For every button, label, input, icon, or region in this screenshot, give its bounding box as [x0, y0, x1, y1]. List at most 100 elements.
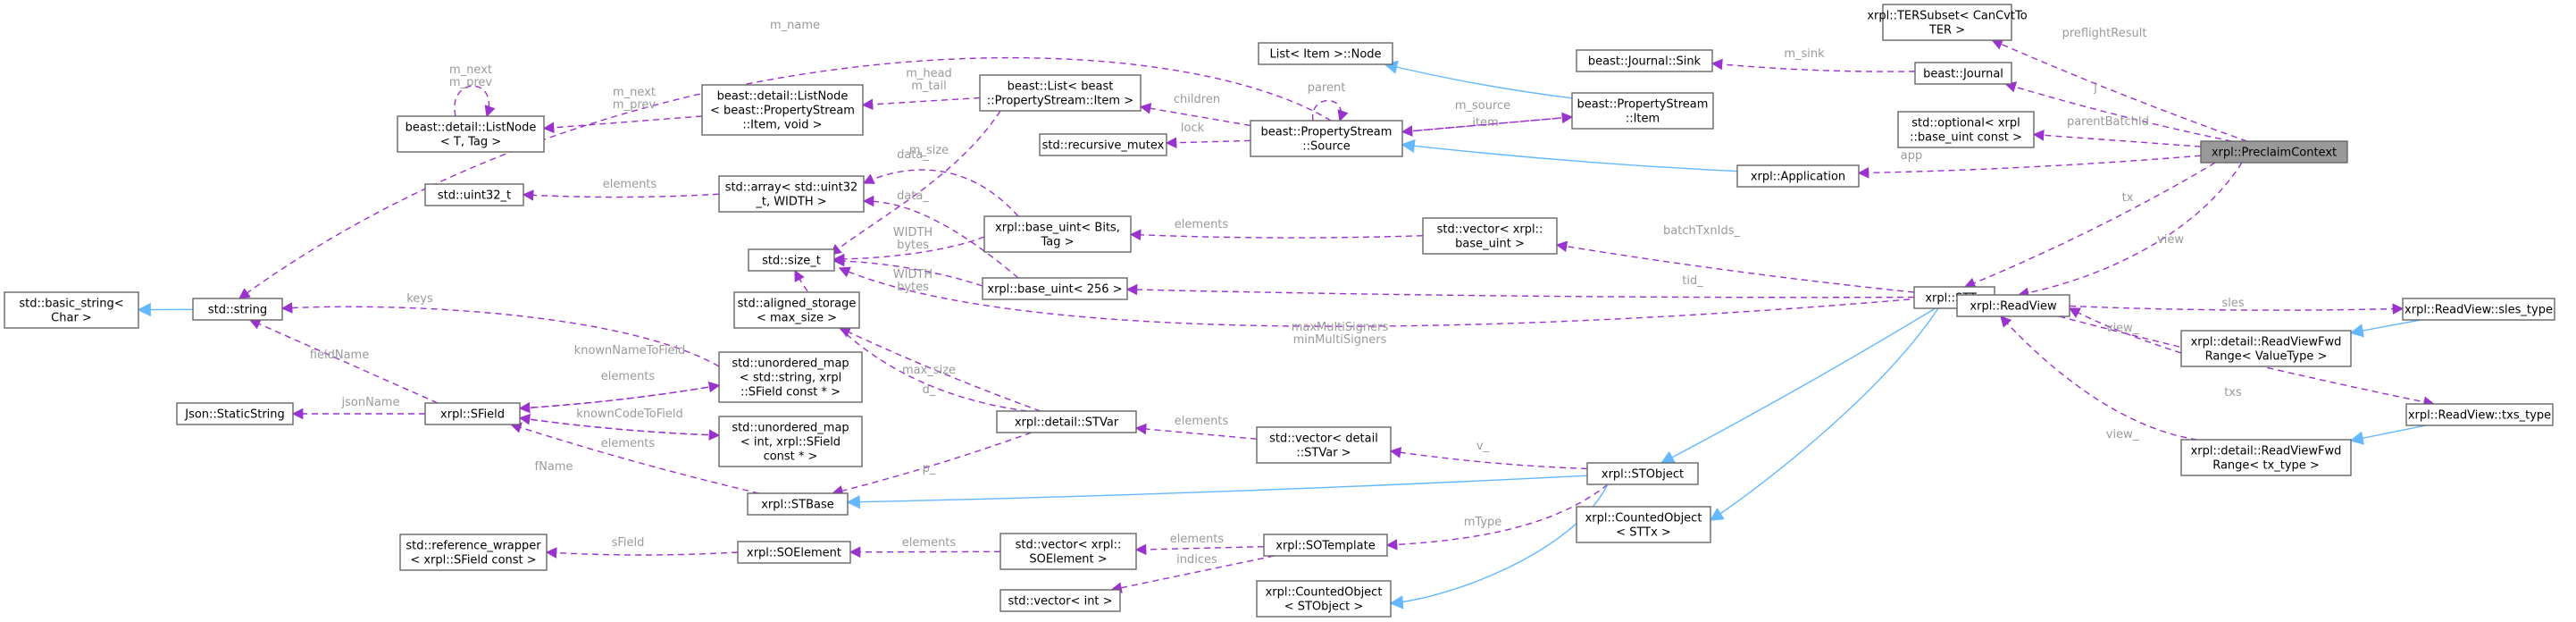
node-vecstvar[interactable]: std::vector< detail::STVar > — [1256, 426, 1392, 464]
node-box — [1956, 294, 2070, 317]
node-label: std::size_t — [762, 255, 821, 268]
usage-arrow — [1401, 112, 1574, 133]
node-vecbaseuint[interactable]: std::vector< xrpl::base_uint > — [1422, 217, 1558, 255]
edge-sfield-to-umap_str: knownNameToField — [519, 344, 721, 409]
node-psitem[interactable]: beast::PropertyStream::Item — [1571, 92, 1714, 130]
node-label: Tag > — [1040, 236, 1074, 249]
node-box — [397, 115, 545, 153]
node-txstype[interactable]: xrpl::ReadView::txs_type — [2405, 403, 2554, 426]
node-alignedstorage[interactable]: std::aligned_storage< max_size > — [733, 291, 860, 329]
edge-label: view_ — [2106, 322, 2139, 335]
node-soelement[interactable]: xrpl::SOElement — [737, 541, 851, 564]
edge-label: d_ — [923, 383, 936, 397]
edge-stvar-to-stbase: p_ — [832, 432, 1032, 497]
edge-label: m_size — [909, 144, 949, 157]
node-label: xrpl::CountedObject — [1585, 512, 1702, 525]
edge-stobject-to-countedstobject — [1389, 483, 1609, 609]
edge-label: elements — [601, 370, 656, 383]
node-vecsoelement[interactable]: std::vector< xrpl::SOElement > — [999, 533, 1137, 570]
edge-label: fName — [535, 460, 573, 474]
node-label: std::basic_string< — [19, 298, 123, 311]
node-journalsink[interactable]: beast::Journal::Sink — [1576, 49, 1713, 72]
node-label: < T, Tag > — [440, 136, 501, 149]
node-baseuint256[interactable]: xrpl::base_uint< 256 > — [982, 277, 1128, 300]
node-pssource[interactable]: beast::PropertyStream::Source — [1250, 120, 1403, 157]
node-label: beast::detail::ListNode — [406, 122, 537, 135]
node-box — [982, 277, 1128, 300]
node-preclaim[interactable]: xrpl::PreclaimContext — [2200, 140, 2348, 164]
edge-rvfwd_value-to-readview: view_ — [2068, 307, 2182, 354]
usage-arrow — [280, 302, 720, 367]
edge-label: fieldName — [310, 349, 369, 362]
usage-arrow — [2032, 130, 2202, 147]
node-stbase[interactable]: xrpl::STBase — [747, 492, 849, 516]
node-string[interactable]: std::string — [192, 298, 283, 321]
node-umap_int[interactable]: std::unordered_map< int, xrpl::SFieldcon… — [718, 416, 863, 467]
node-readview[interactable]: xrpl::ReadView — [1956, 294, 2070, 317]
edge-preclaim-to-journal: j — [2004, 81, 2232, 142]
node-listnodeT[interactable]: beast::detail::ListNode< T, Tag > — [397, 115, 545, 153]
node-label: ::Item — [1626, 113, 1660, 126]
node-staticstring[interactable]: Json::StaticString — [176, 402, 294, 425]
node-basicstring[interactable]: std::basic_string<Char > — [4, 291, 139, 329]
node-label: xrpl::base_uint< Bits, — [995, 222, 1120, 235]
node-label: ::Source — [1302, 140, 1350, 154]
edge-label: elements — [902, 536, 957, 550]
node-application[interactable]: xrpl::Application — [1736, 164, 1860, 188]
edge-label: bytes — [897, 239, 929, 252]
usage-arrow — [1312, 99, 1349, 122]
node-uint32[interactable]: std::uint32_t — [424, 183, 524, 206]
node-box — [1897, 111, 2035, 148]
edge-label: m_tail — [911, 80, 946, 93]
nodes-layer: xrpl::PreclaimContext xrpl::TERSubset< Ca… — [4, 4, 2555, 618]
node-sfield[interactable]: xrpl::SField — [424, 402, 521, 425]
node-array[interactable]: std::array< std::uint32_t, WIDTH > — [718, 175, 865, 213]
inheritance-arrow — [846, 475, 1588, 509]
usage-arrow — [1125, 283, 1915, 298]
edge-vecbaseuint-to-baseuintT: elements — [1129, 218, 1424, 241]
node-recmutex[interactable]: std::recursive_mutex — [1039, 133, 1167, 156]
node-box — [748, 248, 835, 272]
edge-application-to-pssource — [1401, 139, 1738, 172]
node-stobject[interactable]: xrpl::STObject — [1586, 462, 1699, 485]
node-journal[interactable]: beast::Journal — [1914, 62, 2012, 85]
node-sizet[interactable]: std::size_t — [748, 248, 835, 272]
edge-label: m_next — [449, 63, 492, 77]
node-box — [2405, 403, 2554, 426]
node-label: Json::StaticString — [184, 408, 285, 422]
node-countedsttx[interactable]: xrpl::CountedObject< STTx > — [1576, 506, 1711, 543]
node-countedstobject[interactable]: xrpl::CountedObject< STObject > — [1256, 580, 1392, 618]
node-listitemnode[interactable]: List< Item >::Node — [1258, 42, 1393, 65]
node-optional[interactable]: std::optional< xrpl::base_uint const > — [1897, 111, 2035, 148]
edge-stobject-to-sotemplate: mType — [1385, 483, 1609, 551]
node-stvar[interactable]: xrpl::detail::STVar — [996, 410, 1137, 433]
edge-label: max_size — [902, 364, 956, 377]
node-label: std::optional< xrpl — [1911, 117, 2020, 130]
node-listnodeitem[interactable]: beast::detail::ListNode< beast::Property… — [701, 84, 864, 136]
node-umap_str[interactable]: std::unordered_map< std::string, xrpl::S… — [718, 351, 863, 403]
node-box — [718, 351, 863, 403]
edge-sttx-to-stobject — [1660, 307, 1936, 464]
edge-label: j — [2093, 81, 2097, 95]
node-baseuintT[interactable]: xrpl::base_uint< Bits,Tag > — [983, 215, 1132, 253]
node-slestype[interactable]: xrpl::ReadView::sles_type — [2402, 298, 2555, 321]
usage-arrow — [542, 115, 703, 134]
node-box — [1571, 92, 1714, 130]
node-vecint[interactable]: std::vector< int > — [999, 589, 1121, 612]
node-refwrapper[interactable]: std::reference_wrapper< xrpl::SField con… — [399, 534, 548, 571]
node-label: xrpl::ReadView — [1970, 300, 2057, 314]
edge-umap_int-to-sfield: elements — [518, 413, 720, 450]
usage-arrow — [1389, 447, 1588, 470]
node-label: std::string — [208, 304, 267, 317]
node-sotemplate[interactable]: xrpl::SOTemplate — [1263, 534, 1388, 557]
node-label: < STTx > — [1616, 526, 1671, 540]
node-beastlist[interactable]: beast::List< beast::PropertyStream::Item… — [979, 74, 1142, 112]
edge-label: keys — [406, 292, 433, 306]
edge-label: txs — [2224, 386, 2242, 399]
usage-arrow — [519, 381, 721, 409]
